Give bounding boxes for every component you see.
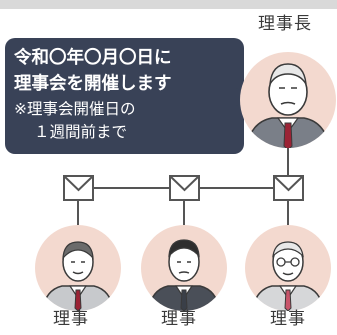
bubble-note-1: ※理事会開催日の [14, 100, 136, 118]
member-label: 理事 [161, 309, 197, 329]
bubble-note-2: １週間前まで [34, 123, 128, 141]
top-divider [0, 0, 337, 9]
speech-bubble: 令和〇年〇月〇日に 理事会を開催します ※理事会開催日の １週間前まで [5, 38, 244, 154]
member-avatar [245, 225, 331, 311]
member-avatar [35, 225, 121, 311]
envelope-icon [63, 175, 94, 201]
chairperson-label: 理事長 [258, 14, 312, 34]
envelope-icon [273, 175, 304, 201]
member-avatar [141, 225, 227, 311]
member-label: 理事 [270, 309, 306, 329]
bubble-line-1: 令和〇年〇月〇日に [14, 48, 172, 68]
envelope-icon [169, 175, 200, 201]
bubble-line-2: 理事会を開催します [14, 74, 172, 94]
member-label: 理事 [53, 309, 89, 329]
chairperson-avatar [240, 52, 336, 148]
